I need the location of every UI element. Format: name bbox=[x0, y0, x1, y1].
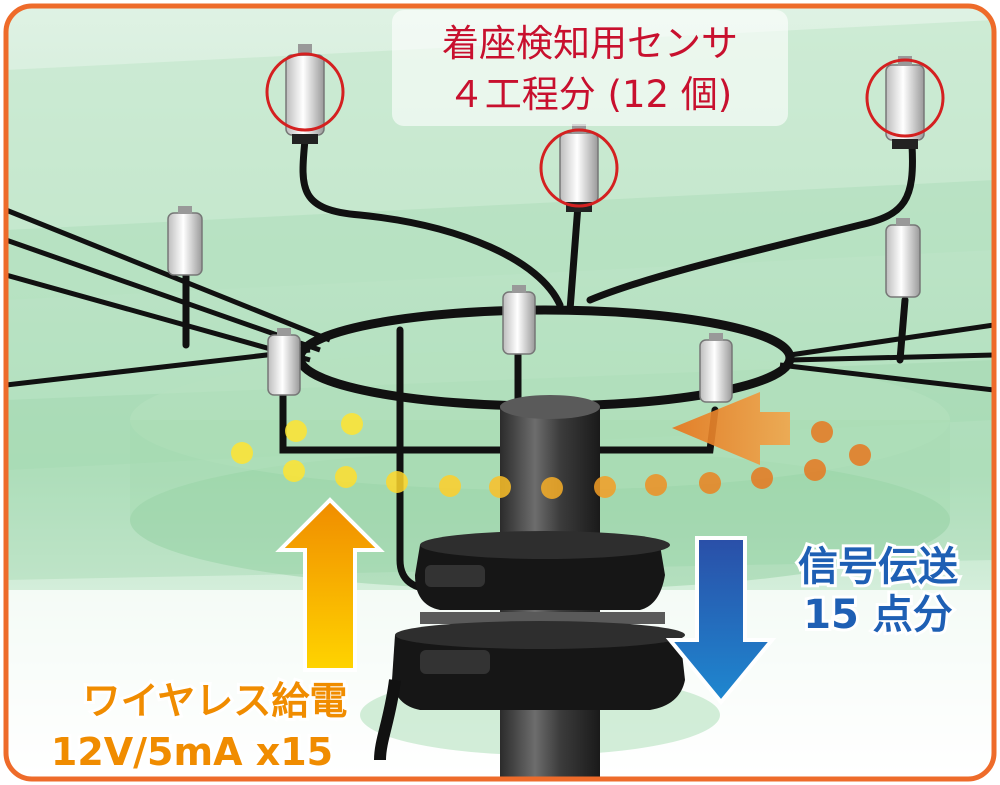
sensor-icon bbox=[700, 333, 732, 402]
signal-label-line-2: 15 点分 bbox=[803, 592, 953, 638]
rotary-shaft-top bbox=[500, 395, 600, 419]
power-label-line-2: 12V/5mA x15 bbox=[51, 730, 333, 774]
title-line-1: 着座検知用センサ bbox=[442, 22, 738, 65]
title-line-2: ４工程分 (12 個) bbox=[448, 73, 732, 116]
sensor-icon bbox=[560, 124, 598, 212]
signal-label-line-1: 信号伝送 bbox=[798, 544, 958, 590]
sensor-icon bbox=[503, 285, 535, 354]
scene: 着座検知用センサ ４工程分 (12 個) ワイヤレス給電 12V/5mA x15… bbox=[6, 10, 994, 785]
sensor-icon bbox=[268, 328, 300, 395]
sensor-icon bbox=[886, 218, 920, 297]
sensor-icon bbox=[168, 206, 202, 275]
power-label-line-1: ワイヤレス給電 bbox=[83, 679, 348, 723]
